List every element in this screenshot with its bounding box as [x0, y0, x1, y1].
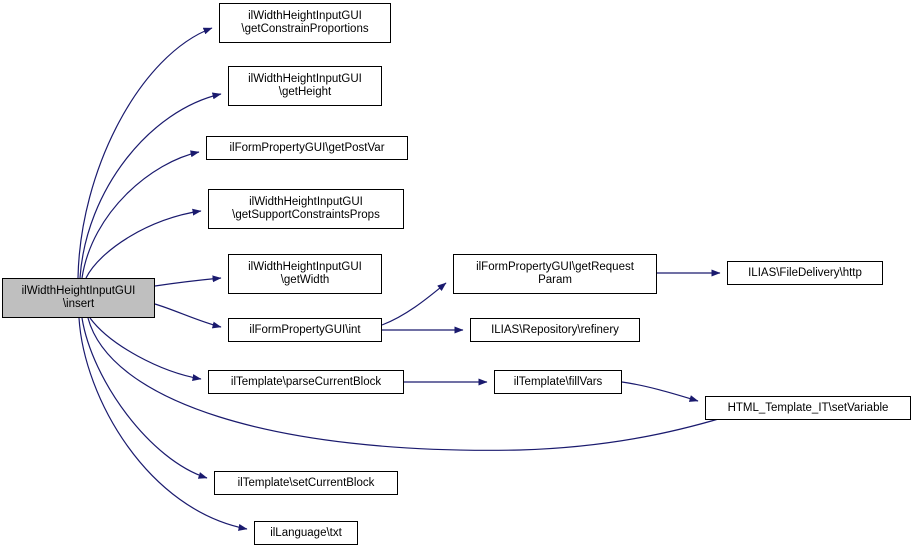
node-iltemplate-setcurrentblock[interactable]: ilTemplate\setCurrentBlock — [214, 471, 398, 495]
node-ilformpropertygui-getrequestparam[interactable]: ilFormPropertyGUI\getRequest Param — [453, 254, 657, 294]
node-ilwidthheightinputgui-getconstrainproportions[interactable]: ilWidthHeightInputGUI \getConstrainPropo… — [219, 3, 391, 43]
edge-root-getconstrainproportions — [77, 27, 213, 279]
node-ilwidthheightinputgui-getheight[interactable]: ilWidthHeightInputGUI \getHeight — [228, 66, 382, 106]
node-illanguage-txt[interactable]: ilLanguage\txt — [254, 521, 358, 545]
node-html-template-it-setvariable[interactable]: HTML_Template_IT\setVariable — [705, 396, 911, 420]
node-ilwidthheightinputgui-getwidth[interactable]: ilWidthHeightInputGUI \getWidth — [228, 254, 382, 294]
node-ilias-repository-refinery[interactable]: ILIAS\Repository\refinery — [470, 318, 640, 342]
edge-root-getsupportconstraintsprops — [85, 208, 202, 279]
edge-root-setcurrentblock — [81, 317, 208, 479]
node-iltemplate-parsecurrentblock[interactable]: ilTemplate\parseCurrentBlock — [208, 370, 404, 394]
edge-root-getheight — [79, 92, 222, 279]
edge-root-txt — [78, 317, 248, 531]
edge-int-getrequestparam — [381, 282, 447, 326]
edge-root-setvariable — [87, 317, 736, 451]
node-ilwidthheightinputgui-getsupportconstraintsprops[interactable]: ilWidthHeightInputGUI \getSupportConstra… — [208, 189, 404, 229]
edge-root-int — [154, 303, 222, 329]
edge-fillvars-setvariable — [621, 381, 699, 402]
node-ilformpropertygui-int[interactable]: ilFormPropertyGUI\int — [228, 318, 382, 342]
node-ilformpropertygui-getpostvar[interactable]: ilFormPropertyGUI\getPostVar — [206, 136, 408, 160]
edge-root-getwidth — [154, 275, 222, 287]
node-ilias-filedelivery-http[interactable]: ILIAS\FileDelivery\http — [727, 261, 883, 285]
edge-root-parsecurrentblock — [89, 317, 202, 382]
node-iltemplate-fillvars[interactable]: ilTemplate\fillVars — [494, 370, 622, 394]
node-ilwidthheightinputgui-insert[interactable]: ilWidthHeightInputGUI \insert — [2, 278, 155, 318]
edge-root-getpostvar — [81, 150, 200, 279]
